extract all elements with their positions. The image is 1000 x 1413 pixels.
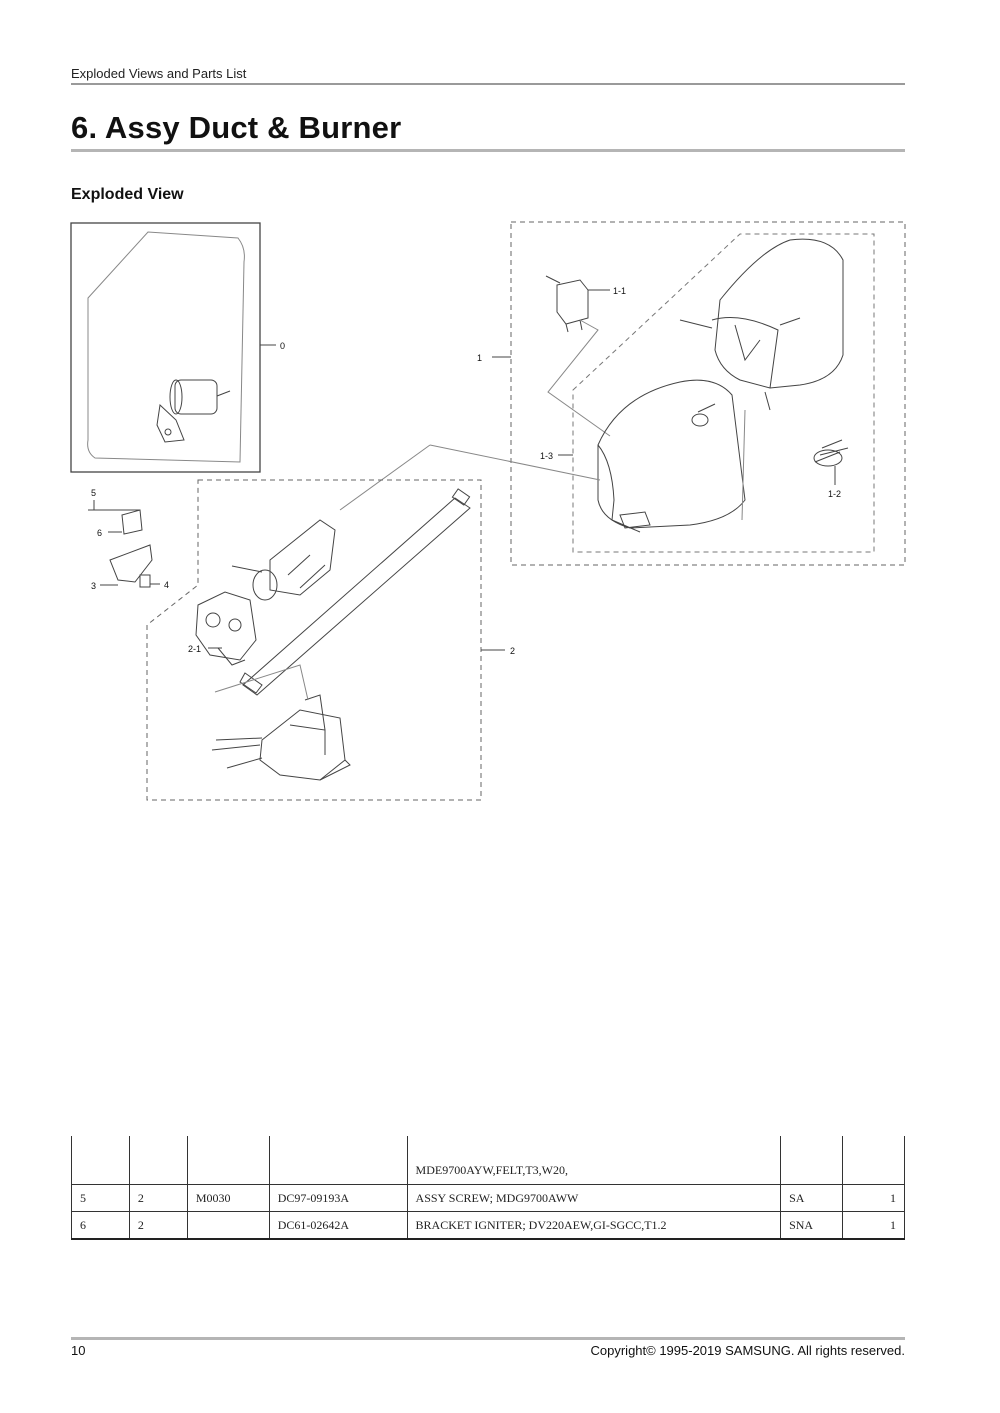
callout-4: 4 <box>164 580 169 590</box>
cell-qty: 1 <box>842 1184 905 1212</box>
overview-burner-sketch <box>156 379 231 443</box>
table-row: MDE9700AYW,FELT,T3,W20, <box>71 1136 905 1185</box>
callout-2-1: 2-1 <box>188 644 201 654</box>
callout-2: 2 <box>510 646 515 656</box>
cell-no: 5 <box>71 1184 130 1212</box>
burner-assembly-frame <box>146 479 482 801</box>
table-row: 6 2 DC61-02642A BRACKET IGNITER; DV220AE… <box>71 1211 905 1240</box>
copyright-notice: Copyright© 1995-2019 SAMSUNG. All rights… <box>590 1343 906 1358</box>
cell-location <box>186 1211 270 1240</box>
cell-code: DC61-02642A <box>268 1211 408 1240</box>
running-header: Exploded Views and Parts List <box>71 66 247 81</box>
callout-1-2: 1-2 <box>828 489 841 499</box>
dryer-cabinet-sketch <box>87 231 245 463</box>
callout-6: 6 <box>97 528 102 538</box>
cell-no <box>71 1136 130 1185</box>
part-burner-body <box>231 519 336 601</box>
part-1-3-duct-tube <box>597 379 746 533</box>
duct-subassembly-frame <box>572 233 875 553</box>
cell-location: M0030 <box>186 1184 270 1212</box>
part-3-igniter <box>100 544 153 586</box>
callout-3: 3 <box>91 581 96 591</box>
table-row: 5 2 M0030 DC97-09193A ASSY SCREW; MDG970… <box>71 1184 905 1212</box>
header-rule <box>71 83 905 85</box>
callout-0: 0 <box>280 341 285 351</box>
callout-1-1: 1-1 <box>613 286 626 296</box>
footer-rule <box>71 1337 905 1340</box>
cell-no: 6 <box>71 1211 130 1240</box>
parts-table: MDE9700AYW,FELT,T3,W20, 5 2 M0030 DC97-0… <box>71 1136 905 1240</box>
section-title: Exploded View <box>71 186 184 203</box>
title-rule <box>71 149 905 152</box>
part-4-igniter-gasket <box>139 574 160 588</box>
cell-qty: 1 <box>842 1211 905 1240</box>
cell-description: MDE9700AYW,FELT,T3,W20, <box>406 1136 782 1185</box>
page-number: 10 <box>71 1343 86 1358</box>
cell-location <box>186 1136 270 1185</box>
cell-level: 2 <box>128 1211 188 1240</box>
callout-1: 1 <box>477 353 482 363</box>
part-1-2-thermostat <box>813 439 849 485</box>
cell-code <box>268 1136 408 1185</box>
cell-status: SA <box>780 1184 844 1212</box>
page-title: 6. Assy Duct & Burner <box>71 110 402 145</box>
part-1-1-bracket <box>545 275 610 333</box>
cell-status: SNA <box>780 1211 844 1240</box>
part-duct-upper <box>679 238 844 411</box>
cell-description: ASSY SCREW; MDG9700AWW <box>406 1184 782 1212</box>
cell-status <box>780 1136 844 1185</box>
cell-description: BRACKET IGNITER; DV220AEW,GI-SGCC,T1.2 <box>406 1211 782 1240</box>
callout-1-3: 1-3 <box>540 451 553 461</box>
exploded-view-diagram: 0 1 1-1 1-2 1-3 2 2-1 3 4 5 6 <box>70 221 906 801</box>
callout-5: 5 <box>91 488 96 498</box>
assembly-overview-frame <box>70 222 261 473</box>
part-burner-bracket <box>211 694 351 781</box>
cell-level: 2 <box>128 1184 188 1212</box>
part-5-screw <box>88 500 140 511</box>
part-6-bracket-igniter <box>108 509 143 535</box>
duct-assembly-frame <box>510 221 906 566</box>
part-2-1-gas-valve <box>195 591 257 666</box>
part-burner-tube <box>239 488 471 696</box>
cell-level <box>128 1136 188 1185</box>
cell-code: DC97-09193A <box>268 1184 408 1212</box>
cell-qty <box>842 1136 905 1185</box>
